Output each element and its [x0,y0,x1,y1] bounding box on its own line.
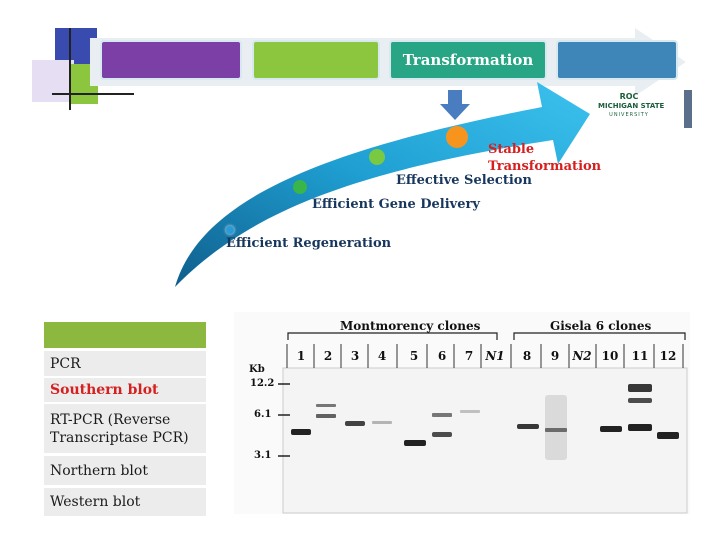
progress-curve-arrow [175,82,590,287]
logo-line-1: ROC [619,92,639,101]
dot-selection [369,149,385,165]
stable-line-2: Transformation [488,159,602,174]
dot-transformation [446,126,468,148]
step-label-gene-delivery: Efficient Gene Delivery [312,197,480,212]
dot-regeneration [226,226,234,234]
gel-lane-label: 9 [550,349,560,363]
gel-marker-6-1: 6.1 [254,409,272,420]
down-arrow-icon [440,90,470,120]
methods-table-header [44,322,206,348]
gel-lane-label: 7 [464,349,474,363]
gel-lane-label: 1 [296,349,306,363]
gel-lane-label: N2 [572,349,592,363]
gel-lane-label: 4 [377,349,387,363]
gel-marker-12-2: 12.2 [250,378,275,389]
gel-lane-label: 10 [601,349,619,363]
gel-lane-label: N1 [485,349,505,363]
gel-lane-label: 5 [409,349,419,363]
dot-gene-delivery [293,180,307,194]
gel-lane-label: 11 [631,349,649,363]
logo-line-3: UNIVERSITY [609,112,649,118]
logo-side-block [684,90,692,128]
decor-square-lilac [32,60,74,102]
method-row-southern-blot: Southern blot [44,378,206,402]
msu-logo: ROC MICHIGAN STATE UNIVERSITY [598,92,665,132]
gel-lane-label: 12 [659,349,677,363]
gel-kb-unit: Kb [249,364,265,375]
method-row-pcr: PCR [44,351,206,376]
process-step-transformation: Transformation [389,40,547,80]
step-label-selection: Effective Selection [396,173,532,188]
gel-group-montmorency: Montmorency clones [340,319,481,333]
gel-group-gisela: Gisela 6 clones [550,319,652,333]
logo-line-2: MICHIGAN STATE [598,102,665,110]
process-step-1 [100,40,242,80]
process-step-4 [556,40,678,80]
decor-line-v [69,28,71,110]
method-row-northern-blot: Northern blot [44,456,206,485]
method-row-rt-pcr: RT-PCR (Reverse Transcriptase PCR) [44,404,206,453]
gel-lane-label: 2 [323,349,333,363]
gel-lane-label: 3 [350,349,360,363]
step-label-regeneration: Efficient Regeneration [226,236,392,251]
process-step-2 [252,40,380,80]
stable-transformation-label: Stable Transformation [488,141,601,175]
gel-marker-3-1: 3.1 [254,450,272,461]
gel-lane-label: 6 [437,349,447,363]
stable-line-1: Stable [488,142,535,157]
decor-line-h [52,93,134,95]
gel-lane-label: 8 [522,349,532,363]
method-row-western-blot: Western blot [44,488,206,516]
